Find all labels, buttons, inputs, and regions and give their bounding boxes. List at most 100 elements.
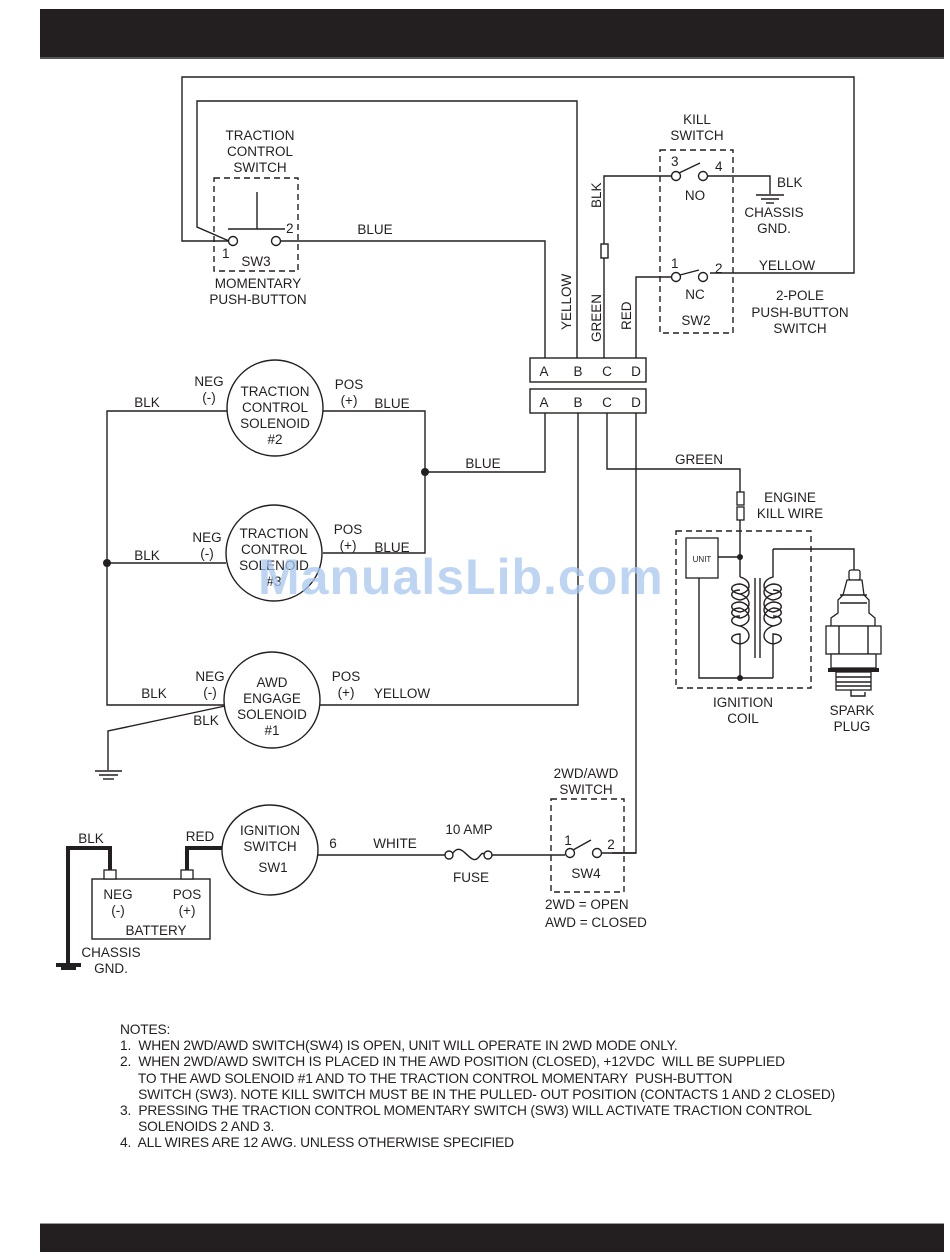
wire-outer-loop bbox=[181, 76, 855, 274]
ignition-unit-box bbox=[685, 537, 719, 579]
connector-upper-pin-c: C bbox=[602, 364, 612, 379]
sw2-dashed-box bbox=[659, 149, 734, 334]
ignition-unit-label: UNIT bbox=[693, 555, 712, 564]
solenoid1-yellow-label: YELLOW bbox=[374, 686, 431, 701]
connector-upper-pin-b: B bbox=[573, 364, 582, 379]
kill-wire-connector-2 bbox=[736, 506, 745, 521]
sw3-type-2: PUSH-BUTTON bbox=[209, 292, 306, 307]
solenoid1-ground-wire-label: BLK bbox=[193, 713, 219, 728]
sw2-pin3-label: 3 bbox=[671, 154, 679, 169]
solenoid3-blue-label: BLUE bbox=[374, 540, 409, 555]
ground-icon bbox=[95, 770, 122, 780]
notes: NOTES: 1. WHEN 2WD/AWD SWITCH(SW4) IS OP… bbox=[120, 1022, 835, 1152]
connector-lower-pin-a: A bbox=[539, 395, 548, 410]
awd-engage-solenoid-1: AWD ENGAGE SOLENOID #1 NEG (-) POS (+) bbox=[195, 651, 361, 749]
solenoid3-line4: #3 bbox=[266, 574, 281, 589]
solenoid1-neg-sym: (-) bbox=[203, 685, 217, 700]
kill-wire-label-1: ENGINE bbox=[764, 490, 816, 505]
sw4-id: SW4 bbox=[571, 866, 601, 881]
sw2-type-1: 2-POLE bbox=[776, 288, 824, 303]
sw4-pin2-label: 2 bbox=[607, 837, 615, 852]
connector-lower-pin-c: C bbox=[602, 395, 612, 410]
solenoid3-line2: CONTROL bbox=[241, 542, 307, 557]
sw2-pin2-label: 2 bbox=[715, 261, 723, 276]
junction-dot-blue bbox=[421, 468, 429, 476]
sw4-title-1: 2WD/AWD bbox=[554, 766, 619, 781]
connector-blk bbox=[600, 243, 609, 259]
sw4-state-2wd: 2WD = OPEN bbox=[545, 897, 629, 912]
ignition-coil-dashed-box bbox=[675, 530, 812, 689]
sw2-id: SW2 bbox=[681, 313, 710, 328]
ignition-coil: GREEN ENGINE KILL WIRE UNIT IGNITION COI… bbox=[675, 452, 823, 726]
solenoid2-blue-label: BLUE bbox=[374, 396, 409, 411]
sw1-pin-6: 6 bbox=[329, 836, 337, 851]
kill-wire-connector-1 bbox=[736, 491, 745, 506]
sw3-terminal-1 bbox=[227, 235, 239, 247]
sw2-yellow-label: YELLOW bbox=[759, 258, 816, 273]
sw3-terminal-2 bbox=[270, 235, 282, 247]
header-bar bbox=[40, 9, 944, 59]
sw3-id: SW3 bbox=[241, 254, 270, 269]
sw1-ignition-switch: IGNITION SWITCH SW1 6 bbox=[221, 804, 337, 896]
connector-upper-pin-a: A bbox=[539, 364, 548, 379]
solenoid3-line1: TRACTION bbox=[240, 526, 309, 541]
battery-pos-sym: (+) bbox=[179, 903, 196, 918]
wire-label-yellow-b: YELLOW bbox=[559, 273, 574, 330]
connector-upper-pin-d: D bbox=[631, 364, 641, 379]
spark-plug-label-1: SPARK bbox=[830, 703, 875, 718]
wire-label-green: GREEN bbox=[675, 452, 723, 467]
solenoid3-pos-sym: (+) bbox=[340, 538, 357, 553]
solenoid1-neg: NEG bbox=[195, 669, 224, 684]
spark-plug-icon: SPARK PLUG bbox=[773, 548, 882, 734]
wire-label-blk-battery: BLK bbox=[78, 831, 104, 846]
wire-blk-ground-bus bbox=[106, 410, 227, 706]
sw3-type-1: MOMENTARY bbox=[215, 276, 302, 291]
battery-pos: POS bbox=[173, 887, 202, 902]
sw2-ground-wire-label: BLK bbox=[777, 175, 803, 190]
traction-control-solenoid-2: TRACTION CONTROL SOLENOID #2 NEG (-) POS… bbox=[194, 359, 363, 457]
sw1-line1: IGNITION bbox=[240, 823, 300, 838]
solenoid2-line2: CONTROL bbox=[242, 400, 308, 415]
sw2-gnd-label: GND. bbox=[757, 221, 791, 236]
note-line: TO THE AWD SOLENOID #1 AND TO THE TRACTI… bbox=[120, 1070, 733, 1086]
solenoid1-line3: SOLENOID bbox=[237, 707, 307, 722]
battery-neg: NEG bbox=[103, 887, 132, 902]
traction-control-solenoid-3: TRACTION CONTROL SOLENOID #3 NEG (-) POS… bbox=[192, 504, 362, 602]
notes-heading: NOTES: bbox=[120, 1022, 171, 1037]
wire-label-blk-c: BLK bbox=[589, 182, 604, 208]
wire-label-red-d: RED bbox=[619, 301, 634, 330]
sw4-pin1-label: 1 bbox=[564, 833, 572, 848]
wire-label-white: WHITE bbox=[373, 836, 417, 851]
fuse-rating: 10 AMP bbox=[445, 822, 492, 837]
solenoid1-line4: #1 bbox=[264, 723, 279, 738]
wire-red-d bbox=[612, 413, 637, 854]
solenoid2-line4: #2 bbox=[267, 432, 282, 447]
wire-label-blue-sw3: BLUE bbox=[357, 222, 392, 237]
connector-lower: A B C D bbox=[529, 388, 647, 414]
sw2-kill-switch: KILL SWITCH 3 4 NO BLK CHASSIS GND. 1 2 … bbox=[600, 112, 849, 360]
solenoid1-line2: ENGAGE bbox=[243, 691, 301, 706]
wire-blue-sw3: BLUE bbox=[281, 222, 546, 360]
sw4-dashed-box bbox=[550, 798, 625, 893]
sw4-state-awd: AWD = CLOSED bbox=[545, 915, 647, 930]
solenoid2-line3: SOLENOID bbox=[240, 416, 310, 431]
wire-yellow-b-lower bbox=[318, 413, 579, 706]
sw2-pin4-label: 4 bbox=[715, 159, 723, 174]
note-line: SOLENOIDS 2 AND 3. bbox=[120, 1119, 275, 1135]
wire-blk-battery bbox=[66, 846, 112, 963]
ignition-coil-label-1: IGNITION bbox=[713, 695, 773, 710]
junction-dot-blk bbox=[103, 559, 111, 567]
connector-upper: A B C D bbox=[529, 357, 647, 383]
battery-label: BATTERY bbox=[125, 923, 186, 938]
solenoid3-line3: SOLENOID bbox=[239, 558, 309, 573]
solenoid2-pos-sym: (+) bbox=[341, 393, 358, 408]
note-line: 1. WHEN 2WD/AWD SWITCH(SW4) IS OPEN, UNI… bbox=[120, 1038, 678, 1054]
fuse-label: FUSE bbox=[453, 870, 489, 885]
solenoid1-pos: POS bbox=[332, 669, 361, 684]
solenoid1-blk-label: BLK bbox=[141, 686, 167, 701]
sw2-nc-label: NC bbox=[685, 287, 705, 302]
sw3-dashed-box bbox=[213, 177, 299, 272]
wire-label-red-battery: RED bbox=[186, 829, 215, 844]
connector-lower-pin-b: B bbox=[573, 395, 582, 410]
sw4-title-2: SWITCH bbox=[559, 782, 612, 797]
